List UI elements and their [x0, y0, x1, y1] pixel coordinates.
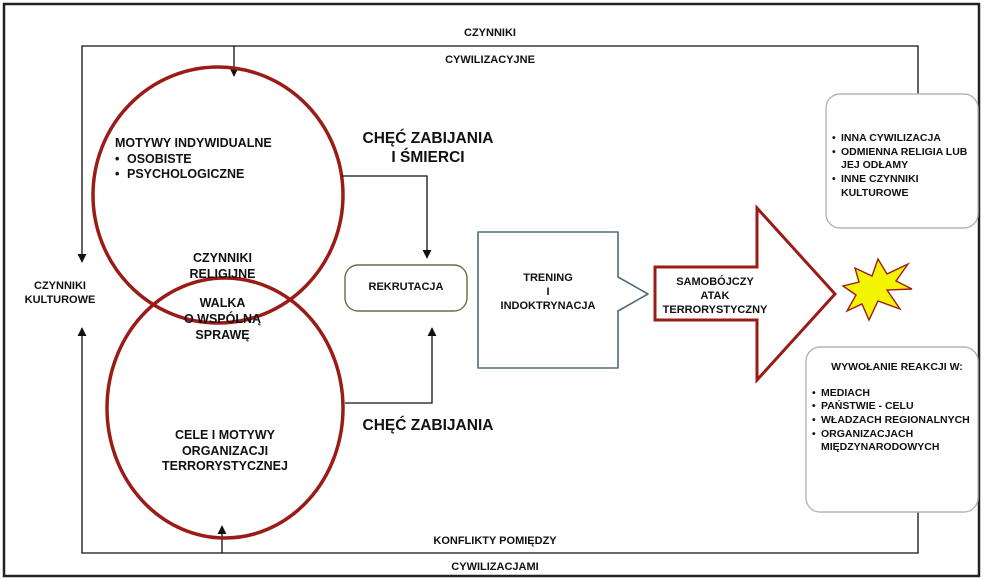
reaction-box-content: WYWOŁANIE REAKCJI W: MEDIACH PAŃSTWIE - … — [812, 361, 974, 455]
individual-motives-ellipse — [91, 65, 345, 325]
organization-goals-text: CELE I MOTYWY ORGANIZACJI TERRORYSTYCZNE… — [130, 428, 320, 475]
culture-list: INNA CYWILIZACJA ODMIENNA RELIGIA LUB JE… — [832, 132, 972, 200]
recruitment-box — [344, 264, 468, 312]
training-line: I — [546, 285, 550, 298]
reaction-item: MEDIACH — [812, 387, 974, 401]
reaction-item: ORGANIZACJACH MIĘDZYNARODOWYCH — [812, 428, 974, 455]
religious-line: SPRAWĘ — [195, 327, 250, 342]
religious-line: O WSPÓLNĄ — [183, 311, 262, 326]
culture-box-content: INNA CYWILIZACJA ODMIENNA RELIGIA LUB JE… — [832, 132, 972, 200]
training-label: TRENING I INDOKTRYNACJA — [478, 272, 618, 313]
training-callout — [477, 231, 649, 369]
will-kill-connector — [345, 327, 437, 404]
reaction-list: MEDIACH PAŃSTWIE - CELU WŁADZACH REGIONA… — [812, 387, 974, 455]
culture-item: INNA CYWILIZACJA — [832, 132, 972, 146]
individual-motives-text: MOTYWY INDYWIDUALNE OSOBISTE PSYCHOLOGIC… — [115, 136, 335, 183]
attack-arrow — [653, 204, 838, 384]
attack-label: SAMOBÓJCZY ATAK TERRORYSTYCZNY — [660, 276, 770, 317]
training-line: TRENING — [523, 272, 573, 284]
religious-factors-text: CZYNNIKI RELIGIJNE WALKA O WSPÓLNĄ SPRAW… — [140, 251, 305, 343]
recruitment-label: REKRUTACJA — [368, 281, 444, 293]
top-label-czynniki: CZYNNIKI — [464, 27, 516, 39]
attack-line: ATAK — [700, 289, 730, 302]
bottom-label-conflicts: KONFLIKTY POMIĘDZY — [433, 535, 557, 547]
individual-motive-item: OSOBISTE — [115, 152, 335, 168]
organization-line: ORGANIZACJI — [181, 443, 269, 458]
explosion-icon — [841, 257, 913, 322]
top-label-cywilizacyjne: CYWILIZACYJNE — [445, 54, 535, 66]
individual-motive-item: PSYCHOLOGICZNE — [115, 167, 335, 183]
will-kill-label: CHĘĆ ZABIJANIA — [362, 417, 494, 434]
culture-item: INNE CZYNNIKI KULTUROWE — [832, 173, 972, 200]
organization-line: CELE I MOTYWY — [175, 428, 275, 442]
individual-motives-list: OSOBISTE PSYCHOLOGICZNE — [115, 152, 335, 183]
organization-line: TERRORYSTYCZNEJ — [162, 459, 288, 474]
will-kill-die-connector — [342, 175, 432, 259]
will-kill-die-line: CHĘĆ ZABIJANIA — [362, 130, 494, 147]
reaction-item: PAŃSTWIE - CELU — [812, 400, 974, 414]
will-kill-die-line: I ŚMIERCI — [391, 149, 465, 167]
reaction-item: WŁADZACH REGIONALNYCH — [812, 414, 974, 428]
attack-line: TERRORYSTYCZNY — [662, 303, 768, 316]
training-line: INDOKTRYNACJA — [500, 299, 596, 312]
individual-motives-title: MOTYWY INDYWIDUALNE — [115, 136, 272, 150]
religious-line: RELIGIJNE — [189, 266, 256, 281]
will-kill-die-label: CHĘĆ ZABIJANIA I ŚMIERCI — [338, 129, 518, 168]
religious-line: WALKA — [199, 296, 246, 311]
bottom-loop-line — [77, 327, 919, 554]
reaction-title: WYWOŁANIE REAKCJI W: — [831, 361, 963, 373]
culture-item: ODMIENNA RELIGIA LUB JEJ ODŁAMY — [832, 146, 972, 173]
religious-line: CZYNNIKI — [192, 251, 253, 265]
attack-line: SAMOBÓJCZY — [676, 276, 754, 288]
left-label-cultural: CZYNNIKI KULTUROWE — [24, 280, 96, 306]
bottom-label-civilizations: CYWILIZACJAMI — [451, 561, 539, 573]
organization-goals-ellipse — [105, 276, 345, 540]
